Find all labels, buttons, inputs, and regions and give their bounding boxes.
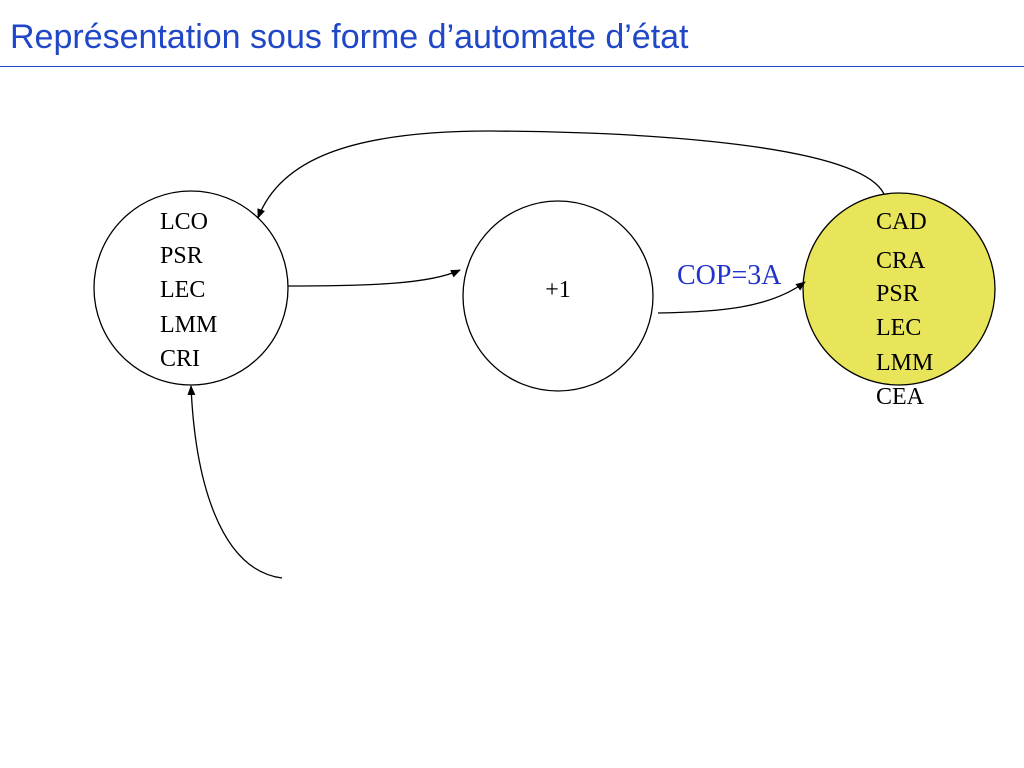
state-execute-line: LEC: [876, 315, 921, 341]
state-increment: +1: [462, 200, 654, 392]
state-fetch-line: LCO: [160, 209, 208, 235]
state-execute-line: CAD: [876, 209, 927, 235]
state-execute-line: LMM: [876, 350, 933, 376]
state-execute-line: CEA: [876, 384, 925, 410]
state-execute-line: PSR: [876, 281, 919, 307]
state-fetch-circle: [93, 190, 289, 386]
state-fetch-line: LMM: [160, 312, 217, 338]
edge-fetch-to-increment: [287, 269, 461, 287]
state-increment-circle: [462, 200, 654, 392]
state-execute: CAD CRA PSR LEC LMM CEA: [802, 192, 996, 410]
state-fetch-line: CRI: [160, 346, 200, 372]
edge-label-cop: COP=3A: [677, 260, 782, 291]
edge-increment-to-execute: [657, 281, 806, 314]
page-title: Représentation sous forme d’automate d’é…: [10, 18, 689, 56]
edge-execute-to-fetch: [257, 130, 885, 219]
state-fetch: LCO PSR LEC LMM CRI: [93, 190, 289, 386]
state-fetch-line: PSR: [160, 243, 203, 269]
title-divider: [0, 66, 1024, 67]
state-increment-line: +1: [545, 277, 571, 303]
state-fetch-line: LEC: [160, 277, 205, 303]
edge-entry-to-fetch: [187, 385, 283, 579]
state-execute-line: CRA: [876, 248, 926, 274]
